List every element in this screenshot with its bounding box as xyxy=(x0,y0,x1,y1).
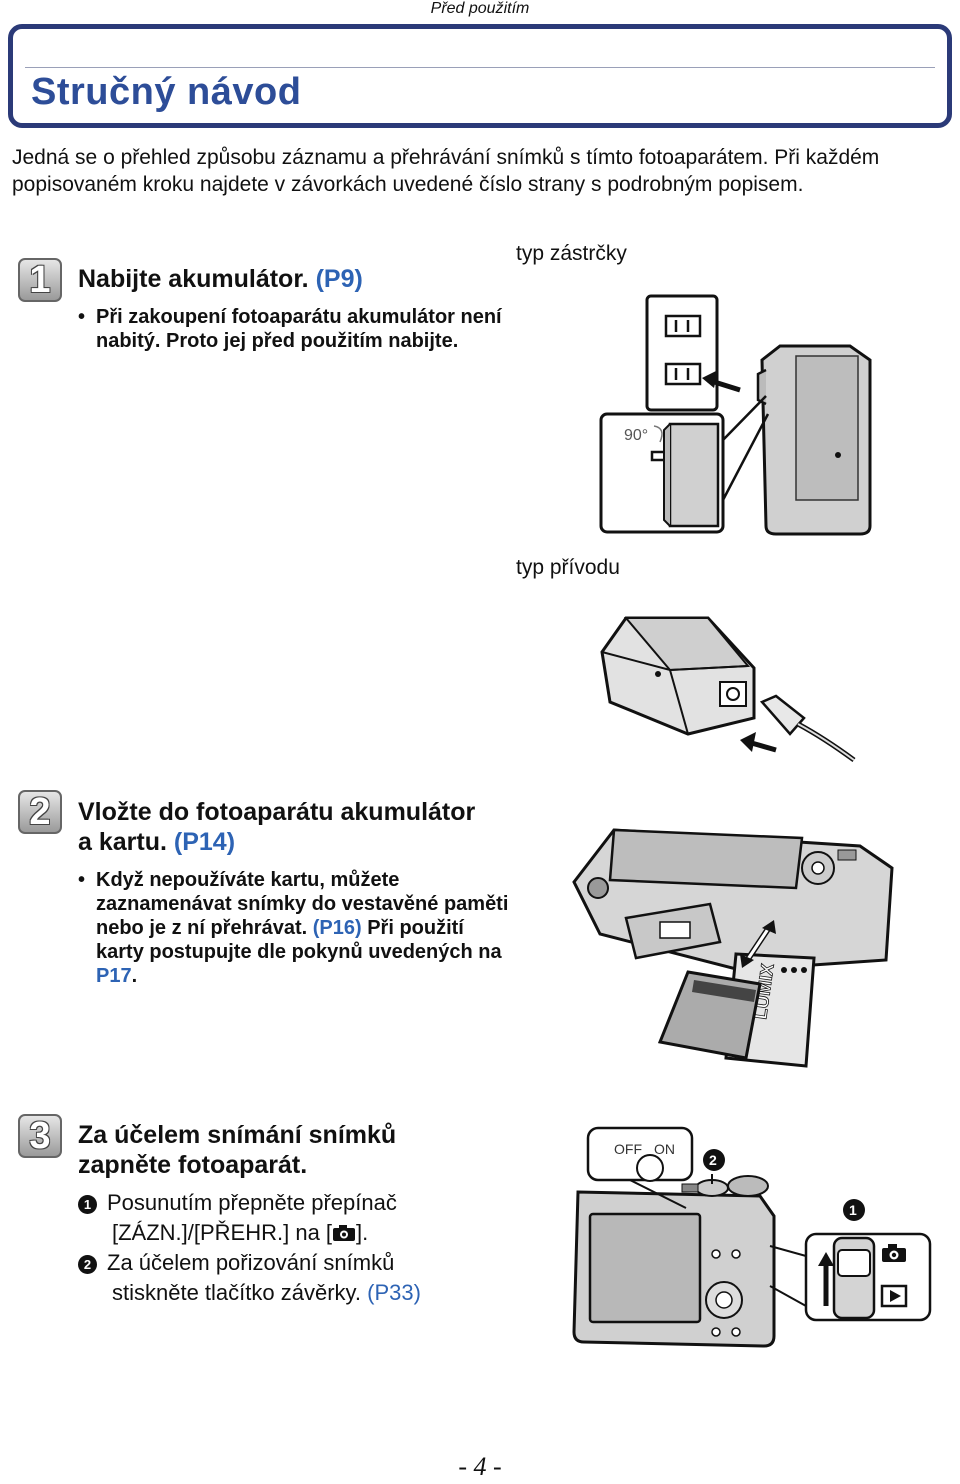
page-title: Stručný návod xyxy=(31,71,302,113)
step-1-title-text: Nabijte akumulátor. xyxy=(78,265,309,293)
step-1-bullet-text: Při zakoupení fotoaparátu akumulátor nen… xyxy=(96,306,502,352)
camera-icon xyxy=(333,1225,356,1241)
step-3-title-line2: zapněte fotoaparát. xyxy=(78,1151,308,1179)
power-switch-knob xyxy=(636,1154,664,1182)
step-2-ref: (P14) xyxy=(173,828,236,856)
step-2-title-line1: Vložte do fotoaparátu akumulátor xyxy=(78,798,476,826)
camera-lcd xyxy=(608,828,804,890)
step-3-title-line1: Za účelem snímání snímků xyxy=(78,1121,397,1149)
step-2-bullet-text: Když nepoužíváte kartu, můžete zaznamená… xyxy=(96,869,509,987)
step-2-ref-p16: (P16) xyxy=(312,917,362,939)
power-plug xyxy=(759,694,806,736)
title-box: Stručný návod xyxy=(8,24,952,128)
page-number: - 4 - xyxy=(458,1452,502,1481)
step-2-number: 2 xyxy=(18,790,62,834)
step-2-bullet: • Když nepoužíváte kartu, můžete zazname… xyxy=(78,868,518,992)
camera-icon xyxy=(882,1244,906,1262)
camera-card-battery-illustration: LUMIX xyxy=(572,828,894,1068)
step-1-title: Nabijte akumulátor. (P9) xyxy=(78,264,363,294)
bullet-dot: • xyxy=(78,869,86,891)
play-icon xyxy=(880,1284,908,1308)
step-3-number: 3 xyxy=(18,1114,62,1158)
power-switch-callout xyxy=(586,1126,694,1182)
step-2-ref-p17: P17 xyxy=(96,965,132,987)
marker-1: 1 xyxy=(78,1194,97,1214)
step-1-bullet: • Při zakoupení fotoaparátu akumulátor n… xyxy=(78,305,508,385)
bullet-dot: • xyxy=(78,306,86,328)
outlet-socket-top xyxy=(664,314,702,338)
marker-2-callout: 2 xyxy=(709,1152,717,1168)
section-label: Před použitím xyxy=(430,0,530,17)
angle-label: 90° xyxy=(624,427,648,444)
camera-power-illustration: OFF ON 2 1 xyxy=(572,1126,932,1348)
switch-on-label: ON xyxy=(654,1141,675,1157)
intro-text: Jedná se o přehled způsobu záznamu a pře… xyxy=(12,146,880,196)
cord-charger-illustration xyxy=(600,616,856,763)
step-3-title: Za účelem snímání snímků zapněte fotoapa… xyxy=(78,1120,396,1180)
step-2-title-line2: a kartu. (P14) xyxy=(78,828,236,856)
plug-charger-illustration: 90° xyxy=(599,294,872,536)
step-1-ref: (P9) xyxy=(315,265,363,293)
marker-1-callout: 1 xyxy=(849,1202,857,1218)
switch-off-label: OFF xyxy=(614,1141,642,1157)
step-1-number: 1 xyxy=(18,258,62,302)
wall-outlet xyxy=(645,294,719,412)
marker-2: 2 xyxy=(78,1254,97,1274)
power-inlet xyxy=(719,681,747,707)
title-rule xyxy=(25,67,935,68)
step-3-item-2-line2: stiskněte tlačítko závěrky. (P33) xyxy=(112,1280,421,1305)
step-3-item-1-line2: [ZÁZN.]/[PŘEHR.] na []. xyxy=(112,1220,369,1245)
cord-type-caption: typ přívodu xyxy=(516,556,620,579)
step-3-ref: (P33) xyxy=(367,1280,421,1305)
cord-arrow xyxy=(740,732,756,752)
step-2-title: Vložte do fotoaparátu akumulátor a kartu… xyxy=(78,797,475,857)
outlet-socket-bottom xyxy=(664,362,702,386)
plug-type-caption: typ zástrčky xyxy=(516,242,627,265)
camera-screen xyxy=(588,1212,702,1324)
